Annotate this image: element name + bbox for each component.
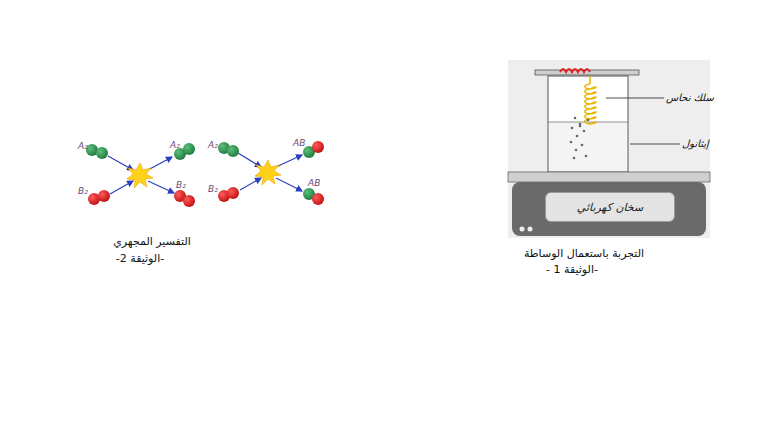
bubble: [570, 141, 573, 144]
bubble: [574, 117, 577, 120]
apparatus-label: سلك نحاس: [666, 92, 714, 104]
molecule-label: B₂: [78, 186, 88, 196]
molecule-label: A₂: [78, 141, 88, 151]
molecule-label: A₂: [170, 140, 180, 150]
collision-reaction: [218, 141, 324, 205]
molecule-label: AB: [308, 178, 320, 188]
bubble: [573, 157, 576, 160]
bubble: [581, 144, 584, 147]
document-caption: التفسير المجهري: [113, 236, 191, 249]
bubble: [575, 149, 578, 152]
collision-no-reaction: [86, 143, 195, 207]
apparatus-label: إيثانول: [682, 138, 709, 150]
molecule-label: AB: [293, 138, 305, 148]
bubble: [571, 127, 574, 130]
copper-wire-coil: [585, 84, 596, 124]
hotplate-panel: سخان كهربائي: [545, 192, 675, 222]
document-number: - الوثيقة 1-: [546, 264, 598, 277]
document-caption: التجربة باستعمال الوساطة: [524, 248, 644, 261]
document-number: -الوثيقة 2-: [116, 253, 164, 266]
molecule-label: B₂: [208, 184, 218, 194]
molecule-label: B₂: [176, 180, 186, 190]
experiment-setup: [508, 60, 710, 238]
bubble: [587, 119, 590, 122]
bubble: [585, 155, 588, 158]
molecule-label: A₂: [208, 140, 218, 150]
bubble: [579, 125, 582, 128]
bubble: [583, 130, 586, 133]
bubble: [576, 135, 579, 138]
panel-text: سخان كهربائي: [577, 201, 643, 214]
